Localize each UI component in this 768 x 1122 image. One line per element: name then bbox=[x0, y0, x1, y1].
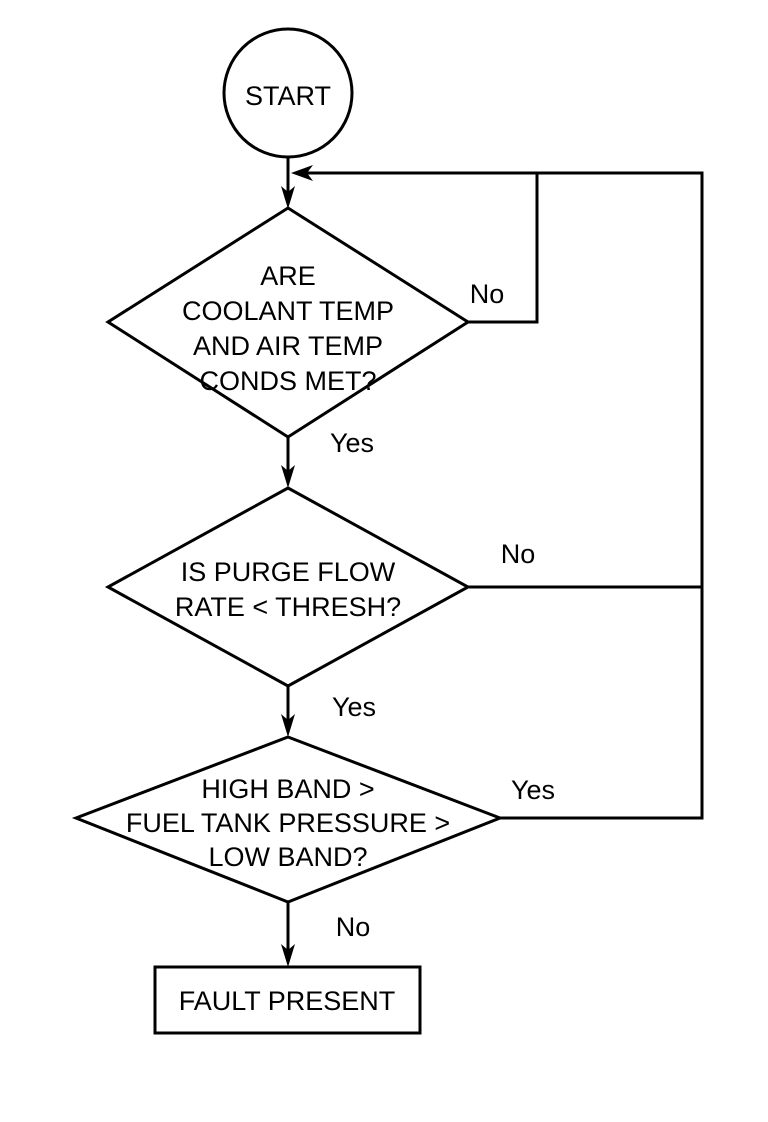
node-start: START bbox=[222, 27, 354, 159]
decision1-line1: ARE bbox=[260, 261, 316, 291]
node-decision-coolant-air-temp: ARE COOLANT TEMP AND AIR TEMP CONDS MET?… bbox=[105, 206, 505, 458]
decision2-no-label: No bbox=[501, 539, 536, 569]
arrowhead-into-decision1 bbox=[281, 186, 295, 209]
terminal-label: FAULT PRESENT bbox=[179, 986, 396, 1016]
decision1-line4: CONDS MET? bbox=[199, 366, 376, 396]
arrowhead-into-terminal bbox=[281, 944, 295, 967]
start-label: START bbox=[245, 81, 331, 111]
decision1-yes-label: Yes bbox=[330, 428, 374, 458]
decision1-line3: AND AIR TEMP bbox=[193, 331, 383, 361]
decision1-diamond bbox=[105, 206, 471, 439]
decision2-diamond bbox=[104, 486, 472, 688]
decision3-no-label: No bbox=[336, 912, 371, 942]
start-circle bbox=[222, 27, 354, 159]
decision2-line1: IS PURGE FLOW bbox=[181, 557, 396, 587]
decision2-yes-label: Yes bbox=[332, 692, 376, 722]
node-decision-purge-flow: IS PURGE FLOW RATE < THRESH? No Yes bbox=[104, 486, 536, 722]
node-terminal-fault-present: FAULT PRESENT bbox=[153, 965, 422, 1035]
edge-feedback-loop bbox=[295, 171, 704, 820]
decision3-line1: HIGH BAND > bbox=[201, 774, 374, 804]
arrowhead-feedback-into-junction bbox=[291, 165, 313, 181]
edge-decision1-no bbox=[468, 172, 539, 324]
decision3-diamond bbox=[71, 735, 505, 904]
arrowhead-into-decision3 bbox=[281, 714, 295, 737]
terminal-rectangle bbox=[153, 965, 422, 1035]
decision3-line2: FUEL TANK PRESSURE > bbox=[126, 808, 450, 838]
decision1-no-label: No bbox=[470, 279, 505, 309]
connectors bbox=[281, 157, 704, 967]
decision3-yes-label: Yes bbox=[511, 775, 555, 805]
decision3-line3: LOW BAND? bbox=[208, 842, 367, 872]
node-decision-fuel-tank-pressure: HIGH BAND > FUEL TANK PRESSURE > LOW BAN… bbox=[71, 735, 555, 942]
arrowhead-into-decision2 bbox=[281, 465, 295, 488]
decision2-line2: RATE < THRESH? bbox=[175, 592, 401, 622]
decision1-line2: COOLANT TEMP bbox=[182, 296, 394, 326]
